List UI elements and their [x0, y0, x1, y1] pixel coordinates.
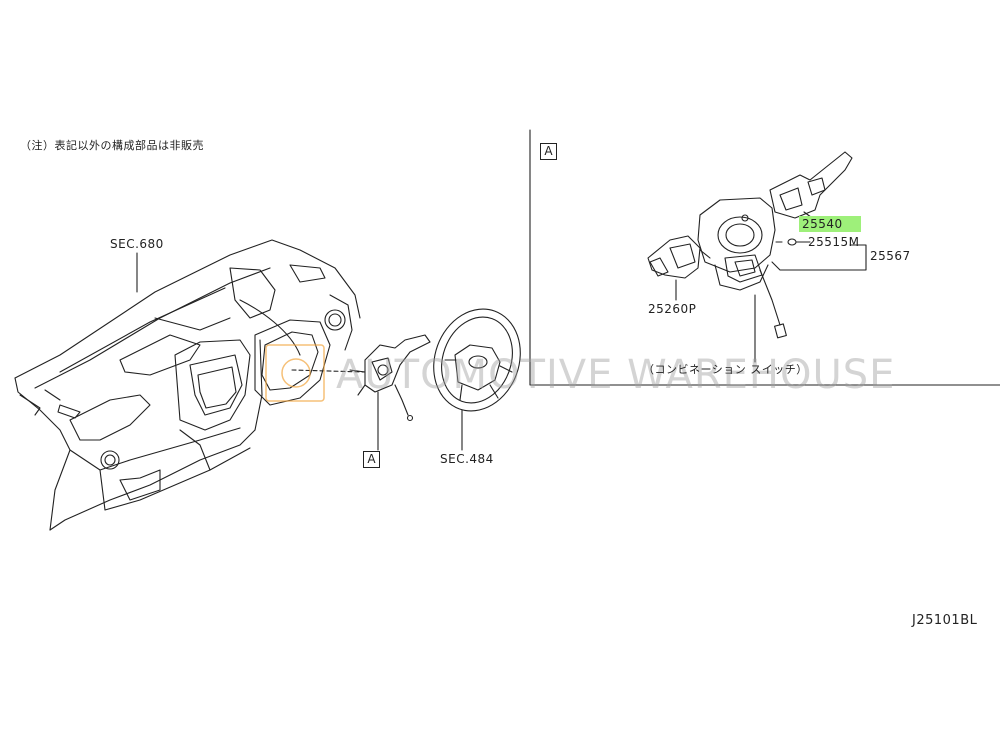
watermark-logo-icon: [265, 344, 325, 402]
label-diagram-id: J25101BL: [912, 613, 978, 628]
leader-25567: [771, 257, 867, 271]
label-sec484: SEC.484: [440, 452, 494, 466]
note-text: （注）表記以外の構成部品は非販売: [20, 139, 204, 152]
label-25515m: 25515M: [808, 235, 860, 249]
label-25567: 25567: [870, 249, 911, 263]
detail-frame: [529, 129, 1000, 386]
leader-25567b: [849, 244, 867, 259]
dashboard-drawing: [14, 239, 361, 531]
label-combination-switch: （コンビネーション スイッチ）: [643, 363, 808, 376]
label-25260p: 25260P: [648, 302, 697, 316]
label-25540-highlight: 25540: [799, 216, 861, 232]
steering-wheel-drawing: [433, 308, 521, 412]
label-sec680: SEC.680: [110, 237, 164, 251]
watermark-text: AUTOMOTIVE WAREHOUSE: [336, 352, 896, 398]
dashed-link: [291, 369, 366, 373]
label-box-a-panel: A: [540, 143, 557, 160]
combination-switch-assembly: [647, 151, 853, 339]
label-box-a-left: A: [363, 451, 380, 468]
